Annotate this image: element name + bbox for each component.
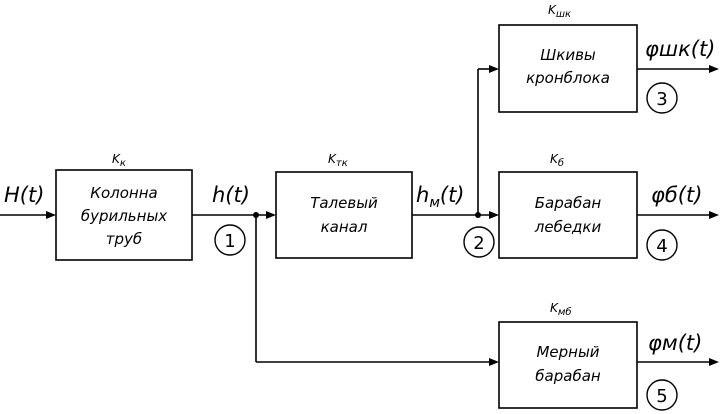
signal-h: h(t) [212, 183, 250, 207]
node-label-5: 5 [656, 386, 667, 407]
gain-talevy-sub: тк [336, 158, 348, 169]
signal-hm-base: h [416, 183, 429, 207]
node-circle-3: 3 [646, 82, 678, 114]
output-arrowhead-shkivy [709, 65, 719, 73]
connections [0, 65, 719, 366]
gain-kolonna-base: K [112, 152, 121, 166]
block-baraban-line1: Барабан [535, 194, 602, 212]
output-arrowhead-baraban [709, 211, 719, 219]
block-kolonna-line3: труб [106, 230, 142, 248]
block-shkivy: Шкивы кронблока Kшк [498, 3, 638, 113]
node-circle-5: 5 [646, 379, 678, 411]
block-talevy-line1: Талевый [310, 194, 378, 212]
block-merny-line2: барабан [535, 367, 601, 385]
gain-merny: Kмб [550, 301, 572, 318]
gain-talevy-base: K [328, 152, 337, 166]
node-circle-1: 1 [214, 224, 246, 256]
node-label-1: 1 [224, 231, 235, 252]
signal-H: H(t) [4, 183, 44, 207]
gain-merny-base: K [550, 301, 559, 315]
junction-dot-1 [253, 212, 259, 218]
node-label-4: 4 [656, 236, 667, 257]
arrowhead-shkivy [489, 65, 499, 73]
block-talevy-line2: канал [321, 218, 368, 236]
gain-shkivy-base: K [548, 3, 557, 17]
output-arrowhead-merny [709, 358, 719, 366]
block-baraban: Барабан лебедки Kб [498, 152, 638, 259]
gain-shkivy-sub: шк [556, 9, 571, 20]
block-shkivy-line1: Шкивы [540, 46, 596, 64]
gain-kolonna: Kк [112, 152, 126, 169]
signal-hm-sub: м [429, 195, 440, 211]
node-circle-4: 4 [646, 229, 678, 261]
arrowhead-merny [489, 358, 499, 366]
block-talevy: Талевый канал Kтк [275, 152, 413, 259]
signal-phi-m: φм(t) [648, 331, 702, 355]
node-label-3: 3 [656, 89, 667, 110]
block-baraban-line2: лебедки [534, 218, 602, 236]
gain-kolonna-sub: к [120, 158, 126, 169]
signal-phi-shk: φшк(t) [645, 37, 715, 61]
input-arrowhead [46, 211, 56, 219]
junction-dot-2 [475, 212, 481, 218]
gain-shkivy: Kшк [548, 3, 571, 20]
block-kolonna-line2: бурильных [81, 207, 167, 225]
block-kolonna: Колонна бурильных труб Kк [55, 152, 193, 261]
block-shkivy-line2: кронблока [526, 69, 610, 87]
signal-phi-b: φб(t) [651, 183, 702, 207]
signal-hm-tail: (t) [440, 183, 465, 207]
block-merny-line1: Мерный [536, 343, 599, 361]
gain-baraban-base: K [550, 152, 559, 166]
block-kolonna-line1: Колонна [90, 184, 157, 202]
node-circle-2: 2 [463, 226, 495, 258]
arrowhead-baraban [489, 211, 499, 219]
arrowhead-talevy [266, 211, 276, 219]
block-merny: Мерный барабан Kмб [498, 301, 638, 409]
gain-baraban-sub: б [558, 157, 564, 169]
gain-talevy: Kтк [328, 152, 348, 169]
node-label-2: 2 [473, 233, 484, 254]
signal-hm: hм(t) [416, 183, 465, 211]
gain-merny-sub: мб [558, 306, 572, 318]
gain-baraban: Kб [550, 152, 564, 169]
